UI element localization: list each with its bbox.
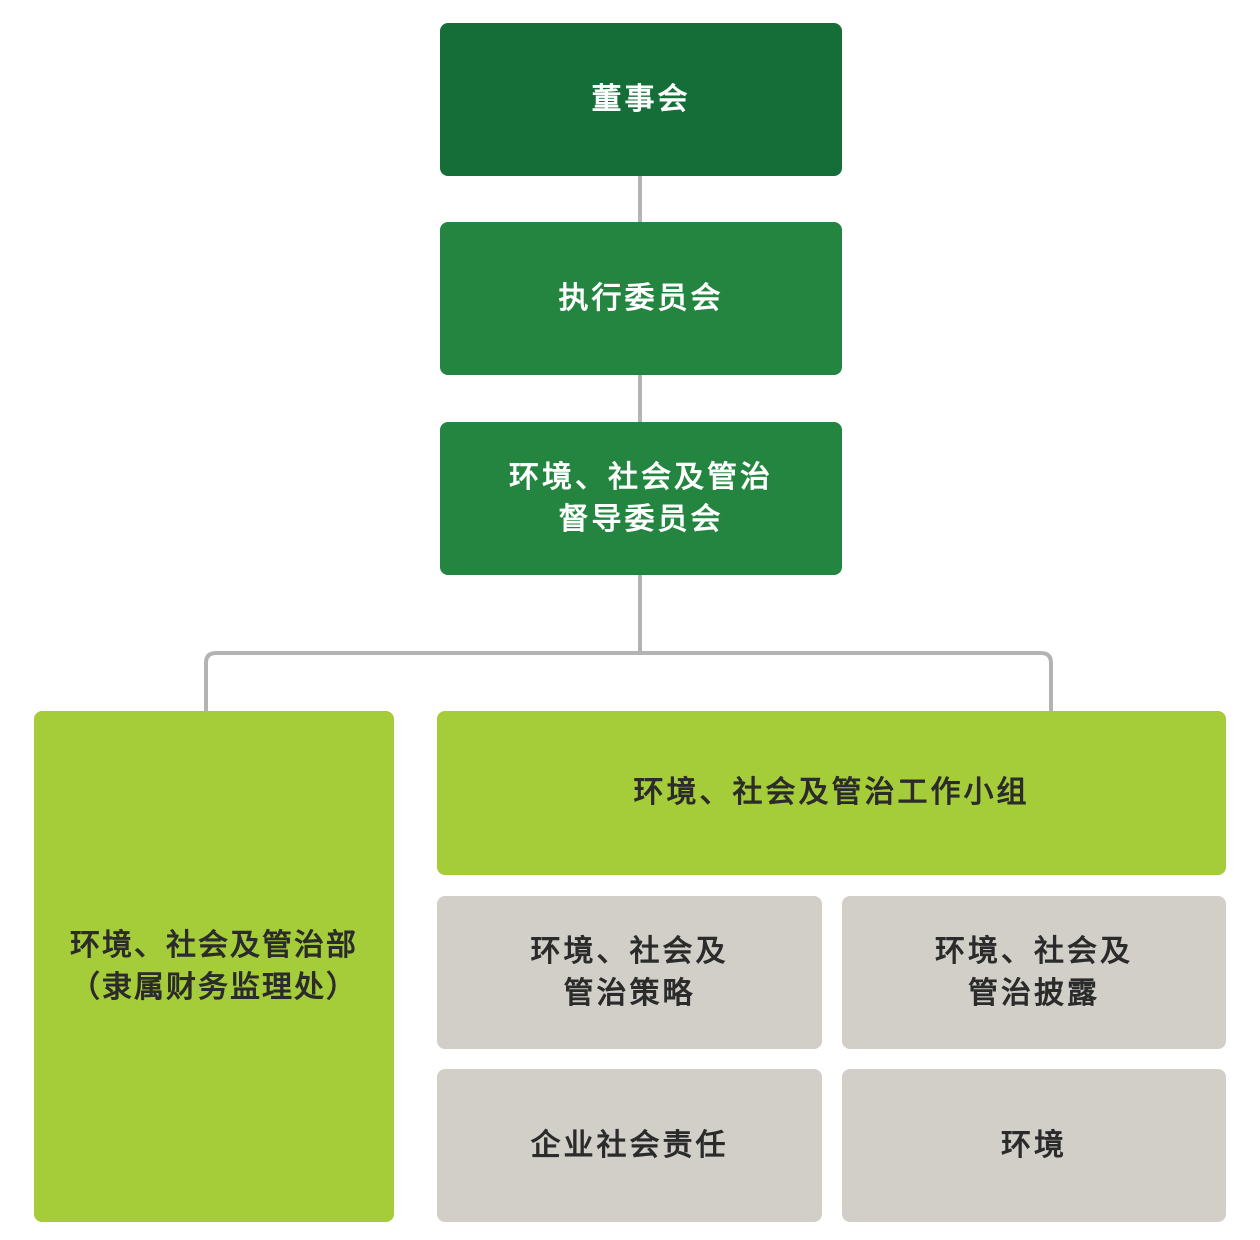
csr-line: 企业社会责任	[530, 1127, 729, 1163]
board-node-line: 董事会	[591, 81, 691, 117]
environment-label: 环境	[1001, 1125, 1067, 1167]
esg-strategy-node: 环境、社会及 管治策略	[437, 896, 822, 1049]
connector-branch	[204, 651, 1053, 711]
esg-disclosure-line-1: 环境、社会及	[935, 933, 1133, 969]
esg-steering-committee-line-2: 督导委员会	[558, 501, 724, 537]
esg-department-label: 环境、社会及管治部 （隶属财务监理处）	[70, 925, 358, 1009]
esg-steering-committee-line-1: 环境、社会及管治	[509, 459, 773, 495]
executive-committee-line: 执行委员会	[558, 280, 724, 316]
executive-committee-node: 执行委员会	[440, 222, 842, 375]
esg-disclosure-line-2: 管治披露	[968, 975, 1100, 1011]
esg-department-line-2: （隶属财务监理处）	[70, 969, 358, 1005]
csr-node: 企业社会责任	[437, 1069, 822, 1222]
esg-disclosure-label: 环境、社会及 管治披露	[935, 931, 1133, 1015]
esg-strategy-line-2: 管治策略	[563, 975, 696, 1011]
board-node: 董事会	[440, 23, 842, 176]
csr-label: 企业社会责任	[531, 1125, 729, 1167]
esg-working-group-label: 环境、社会及管治工作小组	[634, 772, 1030, 814]
board-node-label: 董事会	[592, 79, 691, 121]
environment-node: 环境	[842, 1069, 1226, 1222]
executive-committee-label: 执行委员会	[559, 278, 724, 320]
esg-department-node: 环境、社会及管治部 （隶属财务监理处）	[34, 711, 394, 1222]
environment-line: 环境	[1001, 1127, 1067, 1163]
esg-strategy-line-1: 环境、社会及	[530, 933, 729, 969]
esg-department-line-1: 环境、社会及管治部	[70, 927, 358, 963]
esg-working-group-node: 环境、社会及管治工作小组	[437, 711, 1226, 875]
esg-steering-committee-node: 环境、社会及管治 督导委员会	[440, 422, 842, 575]
esg-steering-committee-label: 环境、社会及管治 督导委员会	[509, 457, 773, 541]
esg-working-group-line: 环境、社会及管治工作小组	[633, 775, 1030, 810]
esg-disclosure-node: 环境、社会及 管治披露	[842, 896, 1226, 1049]
esg-strategy-label: 环境、社会及 管治策略	[531, 931, 729, 1015]
